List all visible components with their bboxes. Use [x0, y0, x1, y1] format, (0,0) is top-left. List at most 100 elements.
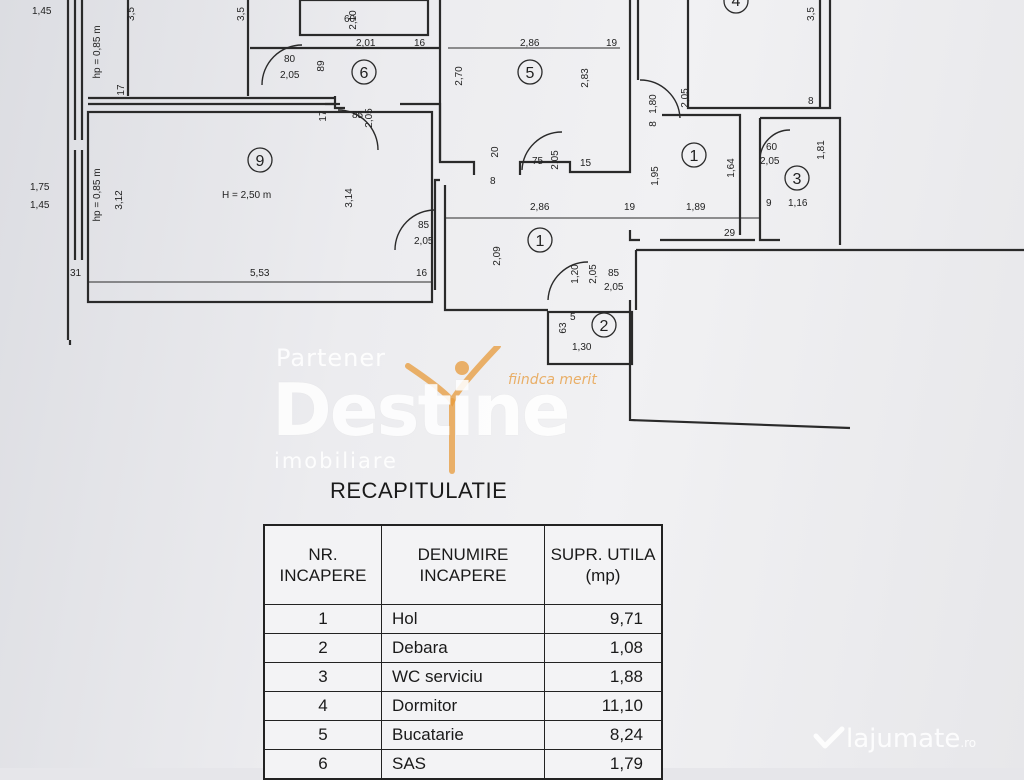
- cell-area: 9,71: [544, 604, 663, 634]
- table-row: 5 Bucatarie 8,24: [263, 720, 663, 750]
- cell-name: Debara: [381, 633, 545, 663]
- door-swing: [394, 209, 436, 251]
- room-5-wall: [438, 0, 476, 175]
- room-label: 5: [526, 65, 535, 82]
- room-label: 9: [256, 153, 265, 170]
- dimension-label: 1,80: [648, 94, 659, 114]
- wall: [628, 300, 851, 430]
- dimension-label: 1,16: [788, 198, 808, 209]
- cell-area: 1,79: [544, 749, 663, 780]
- dimension-label: 1,45: [30, 200, 50, 211]
- dimension-label: 5,53: [250, 268, 270, 279]
- wall: [758, 118, 780, 242]
- cell-area: 8,24: [544, 720, 663, 750]
- watermark-figure-icon: [405, 346, 501, 474]
- header-name: DENUMIRE INCAPERE: [381, 524, 545, 605]
- dimension-label: 2,05: [550, 150, 561, 170]
- dimension-label: 1,20: [570, 264, 581, 284]
- dimension-label: 75: [532, 156, 544, 167]
- room-label: 1: [690, 148, 699, 165]
- cell-area: 1,88: [544, 662, 663, 692]
- dimension-label: 60: [344, 14, 356, 25]
- badge-name: lajumate: [846, 724, 961, 754]
- cell-area: 1,08: [544, 633, 663, 663]
- dimension-label: 8: [648, 121, 659, 127]
- dimension-label: 85: [608, 268, 620, 279]
- floor-plan-drawing: 1 1 2 3 4 5 6 9 H = 2,50 m hp = 0,85 m h…: [30, 0, 1024, 430]
- room-number-circle: [591, 312, 617, 338]
- dimension-label: 1,75: [30, 182, 50, 193]
- room-9-wall: [86, 110, 434, 304]
- hall-wall: [443, 185, 548, 312]
- dimension-label: 19: [624, 202, 636, 213]
- dimension-label: 3,12: [114, 190, 125, 210]
- cell-name: WC serviciu: [381, 662, 545, 692]
- dimension-label: 9: [766, 198, 772, 209]
- cell-name: Hol: [381, 604, 545, 634]
- dimension-label: 3,5: [126, 7, 137, 21]
- dimension-label: 2,05: [680, 88, 691, 108]
- wall: [333, 96, 345, 110]
- dimension-label: 8: [490, 176, 496, 187]
- room-number-circle: [527, 227, 553, 253]
- dimension-label: 2,01: [356, 38, 376, 49]
- dimension-label: 2,05: [414, 236, 434, 247]
- dimension-label: 31: [70, 268, 82, 279]
- room-number-circle: [247, 147, 273, 173]
- table-row: 3 WC serviciu 1,88: [263, 662, 663, 692]
- cell-nr: 6: [263, 749, 382, 780]
- watermark-imobiliare: imobiliare: [274, 449, 398, 473]
- table-header-row: NR. INCAPERE DENUMIRE INCAPERE SUPR. UTI…: [263, 524, 663, 605]
- cell-name: Bucatarie: [381, 720, 545, 750]
- room-label: 2: [600, 318, 609, 335]
- wall: [628, 230, 640, 242]
- header-area: SUPR. UTILA (mp): [544, 524, 663, 605]
- room-5-wall: [518, 0, 632, 175]
- dimension-label: 2,05: [604, 282, 624, 293]
- dimension-label: 2,05: [364, 108, 375, 128]
- door-swing: [261, 44, 303, 86]
- dimension-label: 19: [606, 38, 618, 49]
- dimension-label: 3,5: [806, 7, 817, 21]
- door-swing: [759, 129, 791, 161]
- cell-name: SAS: [381, 749, 545, 780]
- watermark-brand: Destine: [272, 368, 571, 452]
- dimension-label: 85: [418, 220, 430, 231]
- room-number-circle: [784, 165, 810, 191]
- table-row: 1 Hol 9,71: [263, 604, 663, 634]
- badge-tld: .ro: [960, 736, 977, 750]
- cell-area: 11,10: [544, 691, 663, 721]
- header-nr: NR. INCAPERE: [263, 524, 382, 605]
- site-badge: lajumate.ro: [812, 724, 976, 754]
- dimension-label: 89: [316, 60, 327, 72]
- dimension-label: 2,05: [280, 70, 300, 81]
- room-number-circle: [681, 142, 707, 168]
- hall-wall: [433, 178, 440, 290]
- dimension-label: 16: [416, 268, 428, 279]
- recap-title: RECAPITULATIE: [330, 478, 508, 503]
- room-3-wall: [760, 116, 842, 238]
- room-label: 6: [360, 65, 369, 82]
- dimension-label: 20: [490, 146, 501, 158]
- height-note: H = 2,50 m: [222, 190, 271, 201]
- dimension-label: 1,89: [686, 202, 706, 213]
- dimension-label: 85: [352, 110, 364, 121]
- dimension-label: 8: [808, 96, 814, 107]
- watermark-partener: Partener: [276, 344, 386, 372]
- dimension-label: 3,5: [236, 7, 247, 21]
- room-label: 1: [536, 233, 545, 250]
- dimension-label: 15: [580, 158, 592, 169]
- dimension-label: 5: [570, 312, 576, 323]
- cell-name: Dormitor: [381, 691, 545, 721]
- dimension-label: 80: [284, 54, 296, 65]
- dimension-label: 1,45: [32, 6, 52, 17]
- room-number-circle: [723, 0, 749, 14]
- room-6-closet: [298, 0, 430, 37]
- table-row: 6 SAS 1,79: [263, 749, 663, 780]
- cell-nr: 1: [263, 604, 382, 634]
- side-note: hp = 0,85 m: [92, 168, 103, 221]
- door-swing: [337, 109, 379, 151]
- cell-nr: 4: [263, 691, 382, 721]
- dimension-label: 2,86: [520, 38, 540, 49]
